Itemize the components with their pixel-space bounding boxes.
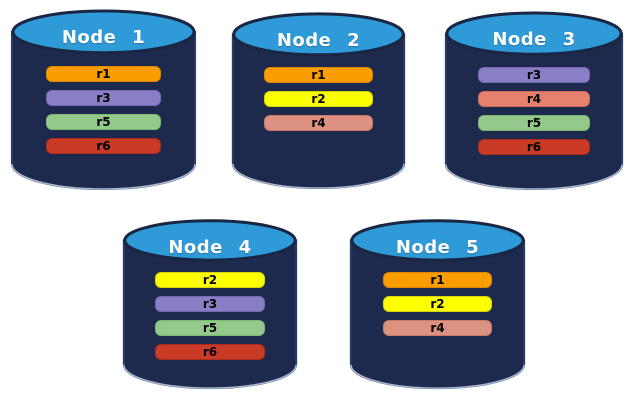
replica-bar: r4 bbox=[382, 320, 493, 337]
replica-bar: r4 bbox=[264, 115, 373, 132]
node-title: Node 2 bbox=[276, 30, 361, 52]
node-title: Node 1 bbox=[61, 27, 146, 49]
node-2: Node 2 r1 r2 r4 bbox=[231, 11, 406, 190]
node-4: Node 4 r2 r3 r5 r6 bbox=[122, 218, 298, 390]
replica-bar: r5 bbox=[478, 115, 590, 131]
replica-list: r3 r4 r5 r6 bbox=[444, 67, 624, 155]
replica-bar: r6 bbox=[478, 139, 590, 155]
replica-bar: r3 bbox=[478, 67, 590, 83]
replica-bar: r3 bbox=[45, 89, 162, 106]
replica-bar: r4 bbox=[478, 91, 590, 107]
replica-bar: r6 bbox=[45, 137, 162, 154]
replica-bar: r2 bbox=[382, 296, 493, 313]
replica-list: r2 r3 r5 r6 bbox=[122, 272, 298, 361]
replica-bar: r1 bbox=[45, 65, 162, 82]
replica-list: r1 r2 r4 bbox=[231, 67, 406, 132]
replica-bar: r2 bbox=[155, 272, 265, 289]
node-title: Node 4 bbox=[168, 236, 252, 258]
replica-bar: r5 bbox=[155, 320, 265, 337]
node-1: Node 1 r1 r3 r5 r6 bbox=[10, 8, 197, 191]
node-title: Node 3 bbox=[492, 29, 576, 51]
node-3: Node 3 r3 r4 r5 r6 bbox=[444, 10, 624, 191]
replica-bar: r5 bbox=[45, 113, 162, 130]
node-5: Node 5 r1 r2 r4 bbox=[349, 218, 526, 390]
replica-bar: r6 bbox=[155, 344, 265, 361]
replica-list: r1 r3 r5 r6 bbox=[10, 65, 197, 154]
replica-bar: r2 bbox=[264, 91, 373, 108]
replica-bar: r3 bbox=[155, 296, 265, 313]
replica-bar: r1 bbox=[264, 67, 373, 84]
node-title: Node 5 bbox=[395, 236, 480, 258]
replica-bar: r1 bbox=[382, 272, 493, 289]
replica-list: r1 r2 r4 bbox=[349, 272, 526, 337]
